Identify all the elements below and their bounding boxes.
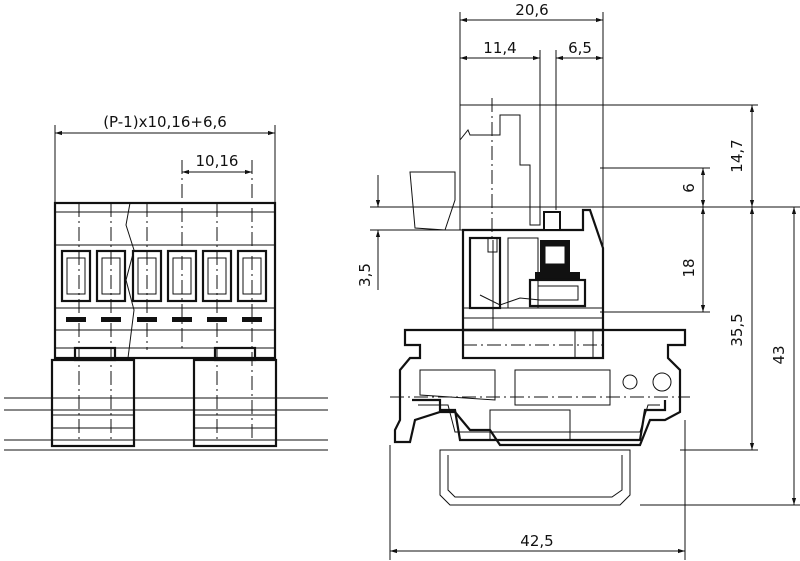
top-height-label: 14,7: [728, 139, 746, 172]
base-plate-side: [461, 328, 605, 360]
clamp-height-label: 18: [680, 258, 698, 277]
dim-height-to-rail: 35,5: [728, 207, 755, 450]
din-rail-front: [4, 397, 328, 451]
total-width-label: 42,5: [520, 532, 553, 550]
terminal-block-front: [53, 201, 277, 362]
overall-depth-label: 20,6: [515, 1, 548, 19]
center-lines-front: [78, 160, 253, 440]
front-view: (P-1)x10,16+6,6 10,16: [4, 113, 328, 451]
total-height-label: 43: [770, 345, 788, 364]
clamp-housing-side: [461, 208, 605, 332]
rail-clips-front: [50, 358, 278, 448]
dim-total-width: 42,5: [390, 532, 685, 554]
rail-adapter-side: [390, 328, 690, 447]
clamp-windows: [60, 249, 268, 303]
extension-lines-side: [370, 12, 800, 560]
dim-clamp-height: 18: [680, 207, 706, 312]
side-view: 20,6 11,4 6,5 14,7 6 18 35,5: [356, 1, 800, 560]
lever-height-label: 6: [680, 183, 698, 193]
height-to-rail-label: 35,5: [728, 313, 746, 346]
dim-lever-height: 6: [680, 168, 706, 207]
dim-depth-front: 11,4: [460, 39, 540, 61]
dim-pitch: 10,16: [182, 152, 252, 175]
din-rail-side: [412, 398, 667, 506]
dim-total-height: 43: [770, 207, 797, 505]
test-slots: [66, 317, 262, 322]
rail-offset-label: 3,5: [356, 263, 374, 287]
dim-rail-offset: 3,5: [356, 175, 381, 290]
dim-overall-depth: 20,6: [460, 1, 603, 23]
dim-depth-rear: 6,5: [556, 39, 603, 61]
pitch-formula-label: (P-1)x10,16+6,6: [103, 113, 227, 131]
dim-top-height: 14,7: [728, 105, 755, 207]
dim-pitch-formula: (P-1)x10,16+6,6: [54, 113, 276, 203]
lever-outline: [409, 98, 541, 240]
pitch-label: 10,16: [196, 152, 239, 170]
depth-front-label: 11,4: [483, 39, 516, 57]
depth-rear-label: 6,5: [568, 39, 592, 57]
